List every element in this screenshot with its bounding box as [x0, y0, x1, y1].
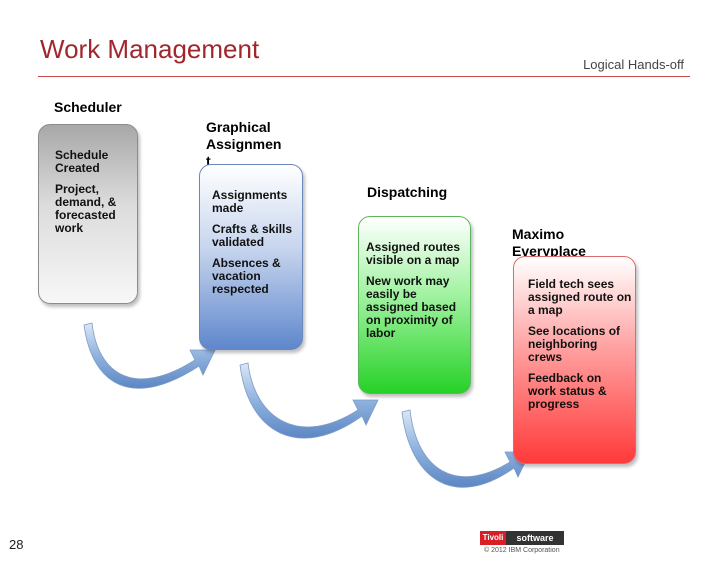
stage-label-scheduler: Scheduler [54, 99, 122, 115]
scheduler-box-text: Schedule Created Project, demand, & fore… [55, 149, 139, 243]
arrow-2-icon [239, 362, 379, 439]
graphical-assignment-box-text: Assignments made Crafts & skills validat… [212, 189, 302, 304]
tivoli-software-logo: Tivoli software [480, 531, 564, 545]
assignment-item: Crafts & skills validated [212, 222, 293, 249]
dispatch-item: Assigned routes visible on a map [366, 240, 461, 267]
everyplace-item: Feedback on work status & progress [528, 371, 607, 411]
scheduler-item: Schedule Created [55, 148, 109, 175]
software-logo-text: software [506, 531, 564, 545]
dispatching-box [358, 216, 471, 394]
page-number: 28 [9, 537, 24, 552]
title-divider [38, 76, 690, 77]
assignment-item: Assignments made [212, 188, 288, 215]
assignment-item: Absences & vacation respected [212, 256, 281, 296]
scheduler-box [38, 124, 138, 304]
scheduler-item: Project, demand, & forecasted work [55, 182, 117, 235]
arrow-1-icon [83, 322, 216, 389]
dispatch-item: New work may easily be assigned based on… [366, 274, 457, 340]
stage-label-dispatching: Dispatching [367, 184, 448, 200]
everyplace-item: See locations of neighboring crews [528, 324, 621, 364]
maximo-everyplace-box [513, 256, 636, 464]
copyright-notice: © 2012 IBM Corporation [484, 547, 560, 554]
stage-label-maximo-everyplace: Maximo Everyplace [512, 226, 586, 259]
stage-label-graphical-assignment: Graphical Assignmen t [206, 119, 282, 169]
arrow-3-icon [401, 409, 531, 488]
page-subtitle: Logical Hands-off [583, 57, 684, 72]
graphical-assignment-box [199, 164, 303, 350]
dispatching-box-text: Assigned routes visible on a map New wor… [366, 241, 466, 348]
maximo-everyplace-box-text: Field tech sees assigned route on a map … [528, 278, 632, 419]
tivoli-logo-mark: Tivoli [480, 531, 506, 545]
everyplace-item: Field tech sees assigned route on a map [528, 277, 632, 317]
page-title: Work Management [40, 34, 260, 64]
